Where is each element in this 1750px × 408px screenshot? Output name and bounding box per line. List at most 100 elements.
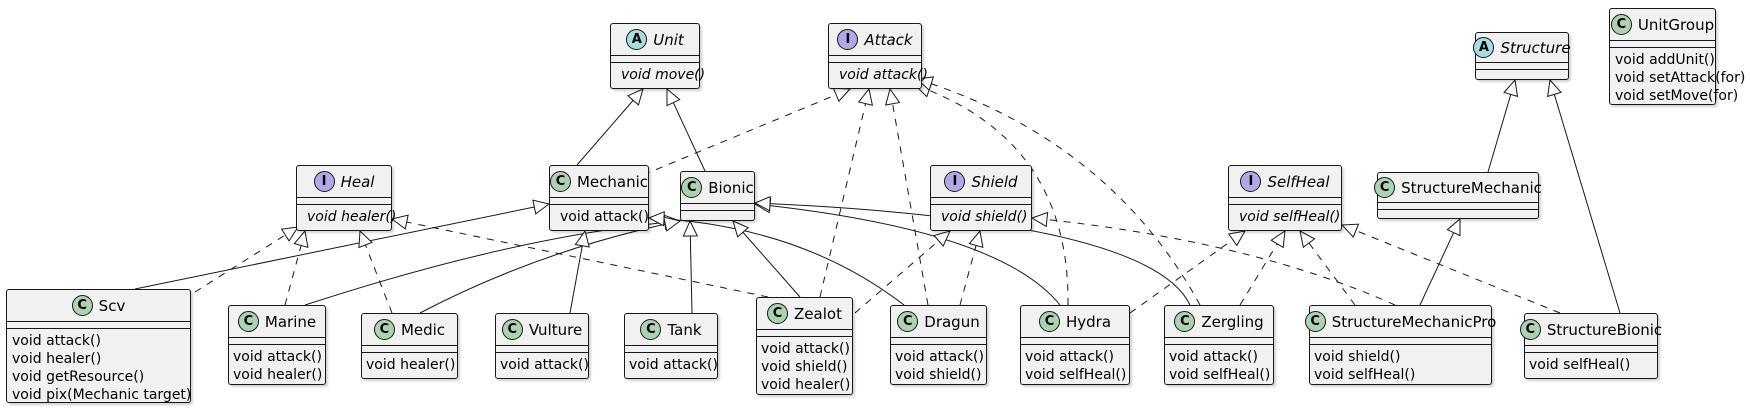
zergling-extends-bionic-line [754,202,1191,306]
class-name: Zealot [794,304,842,323]
method: void healer() [761,377,851,393]
method: void attack() [761,341,850,357]
method: void selfHeal() [1025,367,1127,383]
class-name: Heal [340,172,375,191]
class-scv[interactable]: C Scv void attack() void healer() void ge… [6,289,191,403]
method: void attack() [500,357,589,373]
method: void addUnit() [1615,52,1715,68]
class-hydra[interactable]: C Hydra void attack() void selfHeal() [1020,305,1130,385]
interface-heal[interactable]: I Heal void healer() [296,165,397,231]
method: void getResource() [12,369,145,385]
method: void healer() [307,209,397,225]
medic-extends-bionic-arrowhead [663,216,682,232]
hydra-extends-bionic-line [754,203,1061,306]
class-unit[interactable]: A Unit void move() [610,23,706,89]
method: void attack() [12,333,101,349]
class-name: StructureMechanicPro [1331,312,1497,331]
class-badge-icon: C [237,311,259,332]
method: void attack() [895,349,984,365]
method: void attack() [839,67,928,83]
method: void selfHeal() [1314,367,1416,383]
scv-implements-heal-arrowhead [280,226,299,242]
class-name: Vulture [528,320,583,339]
class-name: UnitGroup [1637,15,1715,34]
class-name: Mechanic [576,172,649,191]
class-name: Tank [667,320,702,339]
method: void move() [621,67,706,83]
scv-implements-heal-line [194,226,299,293]
class-badge-icon: C [501,319,523,340]
zergling-implements-selfheal-arrowhead [1270,229,1286,249]
class-name: Unit [653,30,684,49]
class-vulture[interactable]: C Vulture void attack() [495,313,589,379]
class-tank[interactable]: C Tank void attack() [624,313,718,379]
mechanic-implements-attack-line [642,88,851,176]
interface-badge-icon: I [944,171,966,192]
dragun-implements-attack-line [889,88,929,306]
class-badge-icon: C [1610,14,1632,35]
class-badge-icon: C [1304,311,1326,332]
class-badge-icon: C [71,295,93,316]
zergling-implements-attack-line [916,78,1201,306]
method: void selfHeal() [1169,367,1271,383]
zealot-implements-shield-line [854,230,951,314]
class-unitgroup[interactable]: C UnitGroup void addUnit() void setAttack… [1609,8,1746,105]
class-badge-icon: C [767,303,789,324]
class-name: Zergling [1201,312,1264,331]
marine-implements-heal-arrowhead [293,229,309,248]
interface-badge-icon: I [313,171,335,192]
class-name: StructureBionic [1546,320,1663,339]
scv-extends-mechanic-line [134,203,550,290]
abstract-badge-icon: A [626,29,648,50]
class-badge-icon: C [1519,319,1541,340]
class-name: Shield [971,172,1018,191]
dragun-implements-shield-arrowhead [968,229,984,248]
class-name: Attack [864,30,913,49]
class-name: Bionic [708,178,754,197]
method: void attack() [233,349,322,365]
dragun-implements-attack-arrowhead [885,87,901,106]
zealot-implements-attack-line [819,88,870,298]
hydra-implements-selfheal-line [1129,230,1246,314]
zealot-implements-shield-arrowhead [933,230,951,248]
method: void setAttack(for) [1615,70,1746,86]
class-name: Hydra [1065,312,1112,331]
tank-extends-bionic-arrowhead [682,219,699,237]
structuremechanic-extends-structure-line [1487,79,1516,173]
structuremechanicpro-extends-structuremechanic-arrowhead [1446,217,1461,237]
class-name: Structure [1500,38,1571,57]
class-name: Dragun [924,312,980,331]
method: void attack() [1025,349,1114,365]
class-name: SelfHeal [1267,172,1330,191]
structuremechanicpro-extends-structuremechanic-line [1419,218,1461,306]
class-name: Scv [98,296,126,315]
method: void attack() [560,209,649,225]
method: void selfHeal() [1239,209,1341,225]
zealot-extends-bionic-arrowhead [732,220,750,238]
interface-badge-icon: I [1240,171,1262,192]
medic-extends-bionic-line [419,220,681,314]
class-name: StructureMechanic [1401,178,1542,197]
method: void attack() [629,357,718,373]
method: void shield() [895,367,982,383]
class-badge-icon: C [1038,311,1060,332]
zergling-extends-bionic-arrowhead [753,195,771,212]
class-name: Medic [400,320,446,339]
interface-selfheal[interactable]: I SelfHeal void selfHeal() [1228,165,1342,231]
class-badge-icon: C [640,319,662,340]
class-badge-icon: C [373,319,395,340]
method: void healer() [12,351,102,367]
